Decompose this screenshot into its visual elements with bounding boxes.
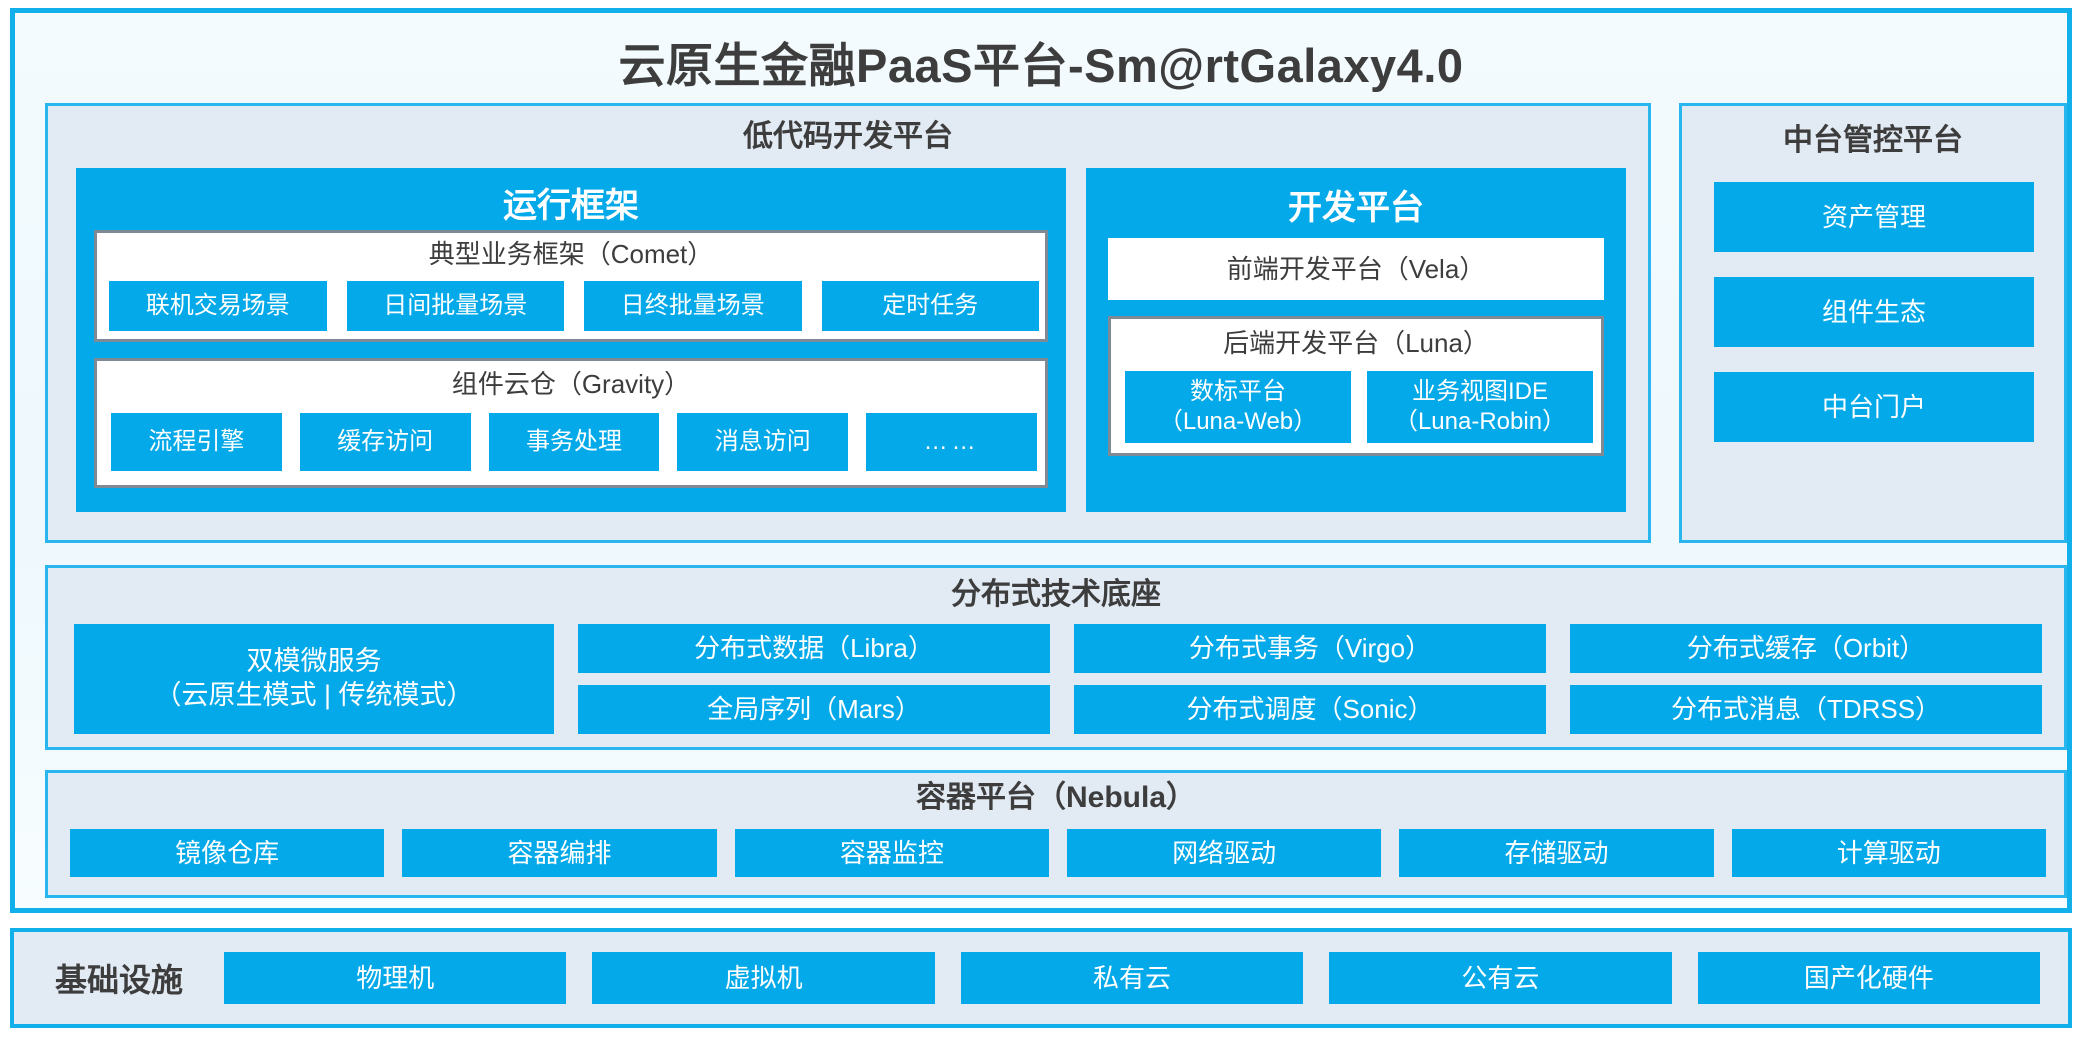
comet-item-eod-batch[interactable]: 日终批量场景 (584, 281, 802, 331)
gravity-item-message-access[interactable]: 消息访问 (677, 413, 849, 471)
container-item-storage-driver[interactable]: 存储驱动 (1399, 829, 1714, 877)
infrastructure-item-virtual-machine[interactable]: 虚拟机 (592, 952, 935, 1004)
distributed-foundation-title: 分布式技术底座 (951, 578, 1161, 611)
distributed-item-virgo[interactable]: 分布式事务（Virgo） (1074, 624, 1546, 673)
gravity-item-transaction-processing[interactable]: 事务处理 (488, 413, 660, 471)
frontend-dev-platform-card[interactable]: 前端开发平台（Vela） (1108, 238, 1604, 300)
infrastructure-label: 基础设施 (54, 962, 183, 998)
distributed-item-libra[interactable]: 分布式数据（Libra） (578, 624, 1050, 673)
comet-item-row: 联机交易场景 日间批量场景 日终批量场景 定时任务 (109, 281, 1039, 331)
distributed-item-sonic[interactable]: 分布式调度（Sonic） (1074, 685, 1546, 734)
backend-dev-item-row: 数标平台 （Luna-Web） 业务视图IDE （Luna-Robin） (1125, 371, 1593, 443)
gravity-item-ellipsis[interactable]: …… (866, 413, 1037, 471)
frontend-dev-platform-label: 前端开发平台（Vela） (1226, 253, 1486, 284)
container-item-row: 镜像仓库 容器编排 容器监控 网络驱动 存储驱动 计算驱动 (70, 829, 2046, 877)
backend-item-luna-web[interactable]: 数标平台 （Luna-Web） (1125, 371, 1351, 443)
container-item-monitoring[interactable]: 容器监控 (734, 829, 1049, 877)
midend-control-panel: 中台管控平台 资产管理 组件生态 中台门户 (1679, 103, 2067, 543)
comet-title: 典型业务框架（Comet） (428, 239, 714, 269)
runtime-framework-title: 运行框架 (503, 187, 639, 225)
midend-item-component-ecosystem[interactable]: 组件生态 (1714, 277, 2034, 347)
infrastructure-item-private-cloud[interactable]: 私有云 (960, 952, 1304, 1004)
container-item-network-driver[interactable]: 网络驱动 (1066, 829, 1382, 877)
gravity-card: 组件云仓（Gravity） 流程引擎 缓存访问 事务处理 消息访问 …… (94, 358, 1048, 488)
distributed-item-tdrss[interactable]: 分布式消息（TDRSS） (1570, 685, 2042, 734)
comet-item-intraday-batch[interactable]: 日间批量场景 (346, 281, 564, 331)
infrastructure-item-domestic-hardware[interactable]: 国产化硬件 (1697, 952, 2041, 1004)
infrastructure-item-public-cloud[interactable]: 公有云 (1329, 952, 1672, 1004)
backend-item-luna-web-line2: （Luna-Web） (1158, 408, 1318, 435)
backend-dev-platform-title: 后端开发平台（Luna） (1223, 328, 1489, 358)
distributed-column-1: 分布式数据（Libra） 全局序列（Mars） (578, 624, 1050, 734)
backend-item-luna-web-line1: 数标平台 (1190, 378, 1286, 405)
comet-card: 典型业务框架（Comet） 联机交易场景 日间批量场景 日终批量场景 定时任务 (94, 230, 1048, 342)
backend-item-luna-robin-line2: （Luna-Robin） (1393, 408, 1567, 435)
distributed-item-mars[interactable]: 全局序列（Mars） (578, 685, 1050, 734)
dual-mode-microservice-block[interactable]: 双模微服务 （云原生模式 | 传统模式） (74, 624, 554, 734)
development-platform-title: 开发平台 (1288, 189, 1424, 227)
gravity-item-row: 流程引擎 缓存访问 事务处理 消息访问 …… (111, 413, 1037, 471)
distributed-foundation-panel: 分布式技术底座 双模微服务 （云原生模式 | 传统模式） 分布式数据（Libra… (45, 565, 2067, 750)
comet-item-scheduled-task[interactable]: 定时任务 (821, 281, 1039, 331)
container-platform-title: 容器平台（Nebula） (915, 781, 1197, 814)
gravity-title: 组件云仓（Gravity） (451, 369, 691, 399)
backend-item-luna-robin-line1: 业务视图IDE (1411, 378, 1548, 405)
dual-mode-line2: （云原生模式 | 传统模式） (154, 680, 474, 710)
distributed-item-orbit[interactable]: 分布式缓存（Orbit） (1570, 624, 2042, 673)
distributed-column-2: 分布式事务（Virgo） 分布式调度（Sonic） (1074, 624, 1546, 734)
gravity-item-cache-access[interactable]: 缓存访问 (299, 413, 471, 471)
midend-item-portal[interactable]: 中台门户 (1714, 372, 2034, 442)
infrastructure-panel: 基础设施 物理机 虚拟机 私有云 公有云 国产化硬件 (10, 928, 2072, 1028)
infrastructure-item-row: 物理机 虚拟机 私有云 公有云 国产化硬件 (224, 952, 2068, 1004)
midend-control-title: 中台管控平台 (1783, 124, 1963, 157)
midend-item-asset-management[interactable]: 资产管理 (1714, 182, 2034, 252)
lowcode-platform-title: 低代码开发平台 (743, 120, 953, 153)
container-item-orchestration[interactable]: 容器编排 (402, 829, 717, 877)
backend-item-luna-robin[interactable]: 业务视图IDE （Luna-Robin） (1367, 371, 1593, 443)
container-item-image-registry[interactable]: 镜像仓库 (70, 829, 385, 877)
midend-item-list: 资产管理 组件生态 中台门户 (1714, 182, 2034, 442)
lowcode-platform-panel: 低代码开发平台 运行框架 典型业务框架（Comet） 联机交易场景 日间批量场景… (45, 103, 1651, 543)
development-platform-block: 开发平台 前端开发平台（Vela） 后端开发平台（Luna） 数标平台 （Lun… (1086, 168, 1626, 512)
page-title: 云原生金融PaaS平台-Sm@rtGalaxy4.0 (618, 39, 1464, 92)
container-platform-panel: 容器平台（Nebula） 镜像仓库 容器编排 容器监控 网络驱动 存储驱动 计算… (45, 770, 2067, 898)
distributed-column-3: 分布式缓存（Orbit） 分布式消息（TDRSS） (1570, 624, 2042, 734)
container-item-compute-driver[interactable]: 计算驱动 (1731, 829, 2046, 877)
distributed-body: 双模微服务 （云原生模式 | 传统模式） 分布式数据（Libra） 全局序列（M… (74, 624, 2042, 734)
infrastructure-item-physical-machine[interactable]: 物理机 (224, 952, 567, 1004)
runtime-framework-block: 运行框架 典型业务框架（Comet） 联机交易场景 日间批量场景 日终批量场景 … (76, 168, 1066, 512)
backend-dev-platform-card: 后端开发平台（Luna） 数标平台 （Luna-Web） 业务视图IDE （Lu… (1108, 316, 1604, 456)
dual-mode-line1: 双模微服务 (246, 646, 382, 677)
gravity-item-process-engine[interactable]: 流程引擎 (111, 413, 282, 471)
comet-item-online-transaction[interactable]: 联机交易场景 (109, 281, 327, 331)
main-platform-frame: 云原生金融PaaS平台-Sm@rtGalaxy4.0 低代码开发平台 运行框架 … (10, 8, 2072, 913)
